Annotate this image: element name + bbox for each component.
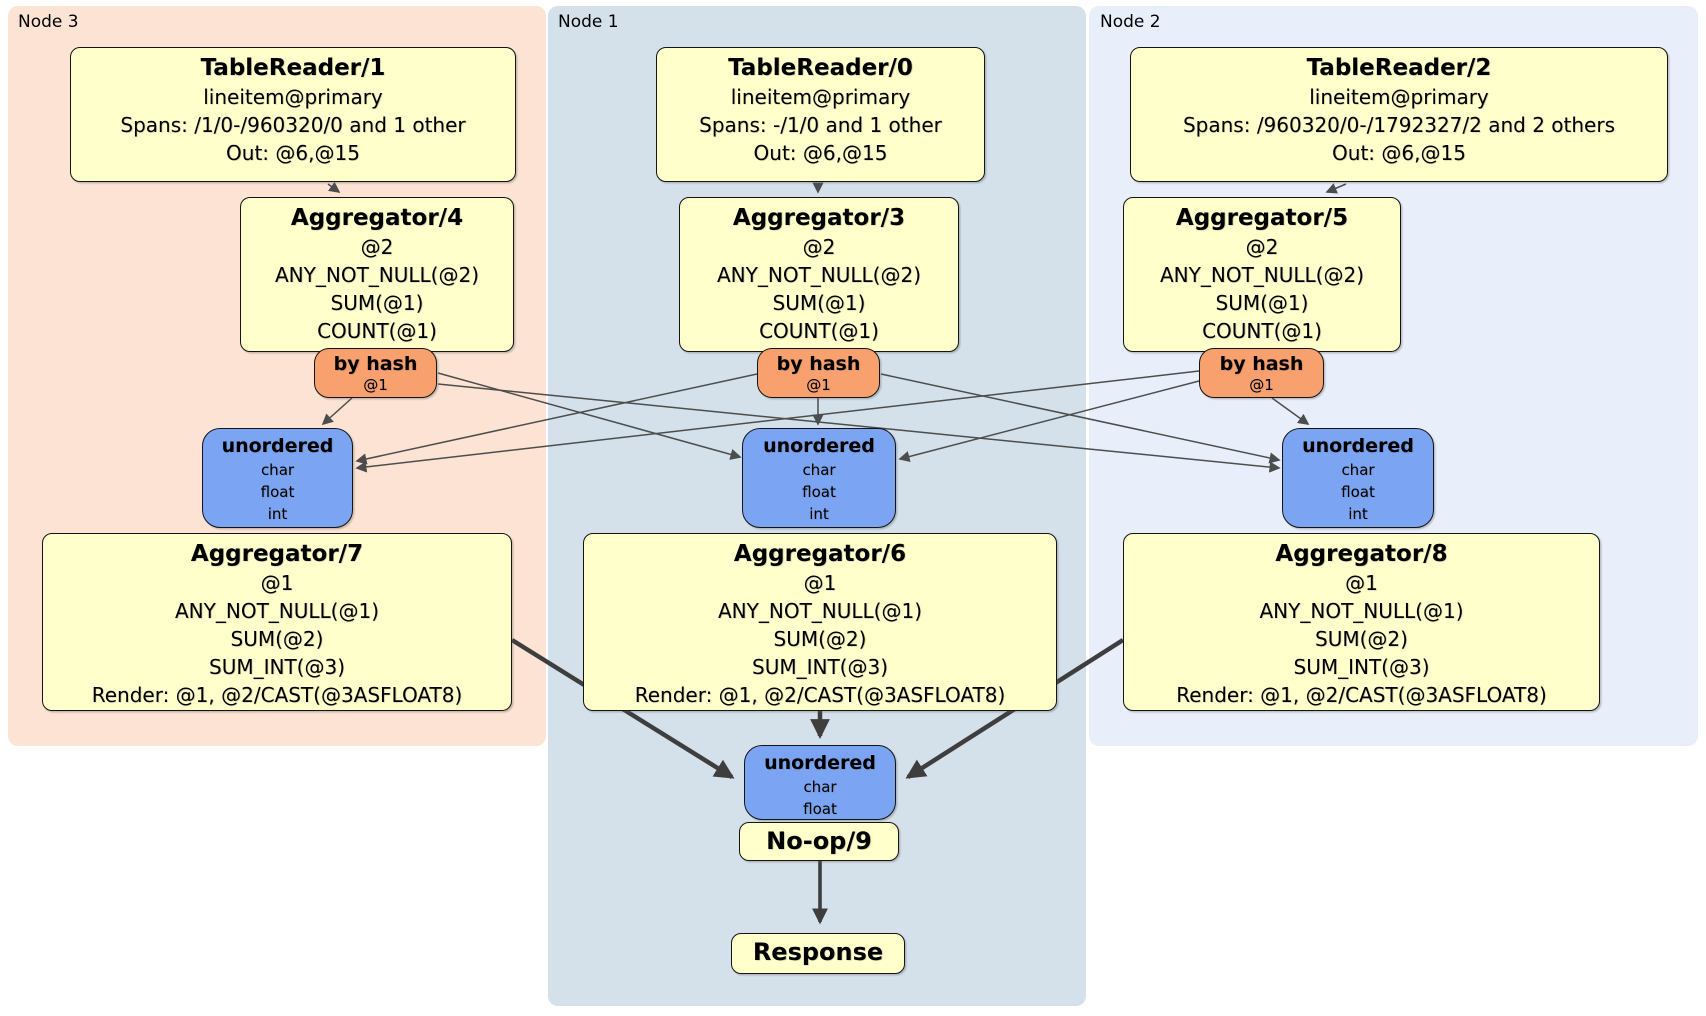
sync-title: unordered bbox=[763, 435, 875, 457]
sync-stream: float bbox=[803, 800, 837, 818]
edge bbox=[321, 397, 353, 426]
processor-detail: COUNT(@1) bbox=[1202, 319, 1322, 343]
processor-detail: Spans: -/1/0 and 1 other bbox=[699, 113, 942, 137]
node-group-label: Node 1 bbox=[558, 12, 619, 32]
processor-detail: @1 bbox=[260, 571, 294, 595]
processor-detail: COUNT(@1) bbox=[759, 319, 879, 343]
edge bbox=[1271, 397, 1310, 425]
edge bbox=[355, 370, 1200, 473]
processor-detail: SUM(@1) bbox=[1215, 291, 1309, 315]
sync-unordered-node2: unordered char float int bbox=[1282, 428, 1434, 528]
processor-detail: Out: @6,@15 bbox=[226, 141, 360, 165]
sync-stream: int bbox=[809, 505, 829, 523]
sync-title: unordered bbox=[764, 752, 876, 774]
processor-aggregator-5: Aggregator/5 @2 ANY_NOT_NULL(@2) SUM(@1)… bbox=[1123, 197, 1401, 352]
edge bbox=[437, 372, 742, 460]
processor-title: Aggregator/4 bbox=[290, 205, 464, 231]
processor-aggregator-8: Aggregator/8 @1 ANY_NOT_NULL(@1) SUM(@2)… bbox=[1123, 533, 1600, 711]
sync-unordered-final: unordered char float bbox=[744, 745, 896, 820]
processor-aggregator-7: Aggregator/7 @1 ANY_NOT_NULL(@1) SUM(@2)… bbox=[42, 533, 512, 711]
processor-detail: SUM_INT(@3) bbox=[752, 655, 888, 679]
sync-unordered-node3: unordered char float int bbox=[202, 428, 353, 528]
processor-detail: COUNT(@1) bbox=[317, 319, 437, 343]
processor-detail: Out: @6,@15 bbox=[753, 141, 888, 165]
node-group-label: Node 2 bbox=[1100, 12, 1161, 32]
processor-title: Aggregator/7 bbox=[190, 541, 364, 567]
processor-detail: ANY_NOT_NULL(@1) bbox=[718, 599, 922, 623]
sync-stream: char bbox=[1341, 461, 1375, 479]
processor-detail: SUM(@2) bbox=[773, 627, 867, 651]
sync-unordered-node1: unordered char float int bbox=[742, 428, 896, 528]
processor-title: TableReader/2 bbox=[1306, 55, 1492, 81]
processor-response: Response bbox=[731, 933, 905, 974]
router-by-hash-node1: by hash @1 bbox=[757, 348, 880, 398]
sync-stream: float bbox=[802, 483, 836, 501]
processor-detail: @1 bbox=[1345, 571, 1378, 595]
sync-stream: int bbox=[1348, 505, 1368, 523]
router-key: @1 bbox=[363, 376, 388, 394]
sync-title: unordered bbox=[221, 435, 334, 457]
processor-detail: Render: @1, @2/CAST(@3ASFLOAT8) bbox=[634, 683, 1006, 707]
router-by-hash-node3: by hash @1 bbox=[314, 348, 437, 398]
processor-title: Aggregator/8 bbox=[1275, 541, 1448, 567]
router-key: @1 bbox=[806, 376, 831, 394]
processor-detail: SUM(@1) bbox=[772, 291, 866, 315]
edge bbox=[355, 373, 758, 465]
sync-stream: float bbox=[1341, 483, 1375, 501]
router-title: by hash bbox=[776, 353, 861, 375]
processor-title: TableReader/0 bbox=[728, 55, 913, 81]
processor-noop-9: No-op/9 bbox=[739, 822, 899, 861]
processor-detail: @2 bbox=[1245, 235, 1279, 259]
processor-detail: ANY_NOT_NULL(@2) bbox=[1160, 263, 1364, 287]
router-title: by hash bbox=[333, 353, 418, 375]
processor-aggregator-3: Aggregator/3 @2 ANY_NOT_NULL(@2) SUM(@1)… bbox=[679, 197, 959, 352]
sync-stream: char bbox=[260, 461, 295, 479]
processor-detail: Spans: /1/0-/960320/0 and 1 other bbox=[120, 113, 466, 137]
processor-tablereader-1: TableReader/1 lineitem@primary Spans: /1… bbox=[70, 47, 516, 182]
processor-detail: Out: @6,@15 bbox=[1332, 141, 1466, 165]
processor-detail: @2 bbox=[360, 235, 394, 259]
processor-detail: ANY_NOT_NULL(@1) bbox=[175, 599, 379, 623]
processor-title: Aggregator/3 bbox=[732, 205, 906, 231]
sync-stream: float bbox=[260, 483, 295, 501]
processor-detail: ANY_NOT_NULL(@2) bbox=[717, 263, 921, 287]
processor-detail: lineitem@primary bbox=[1309, 85, 1489, 109]
processor-title: No-op/9 bbox=[766, 827, 872, 855]
router-title: by hash bbox=[1219, 353, 1304, 375]
sync-stream: int bbox=[267, 505, 288, 523]
edge bbox=[898, 380, 1200, 463]
processor-detail: Render: @1, @2/CAST(@3ASFLOAT8) bbox=[91, 683, 463, 707]
processor-title: Response bbox=[752, 938, 884, 966]
processor-detail: Spans: /960320/0-/1792327/2 and 2 others bbox=[1182, 113, 1615, 137]
sync-stream: char bbox=[803, 778, 837, 796]
sync-stream: char bbox=[802, 461, 836, 479]
processor-detail: SUM_INT(@3) bbox=[1293, 655, 1430, 679]
processor-title: Aggregator/6 bbox=[733, 541, 907, 567]
edge bbox=[437, 383, 1281, 473]
processor-detail: lineitem@primary bbox=[203, 85, 383, 109]
processor-detail: @2 bbox=[802, 235, 836, 259]
processor-detail: SUM(@1) bbox=[330, 291, 424, 315]
processor-detail: SUM(@2) bbox=[1315, 627, 1408, 651]
router-by-hash-node2: by hash @1 bbox=[1199, 348, 1324, 398]
processor-aggregator-6: Aggregator/6 @1 ANY_NOT_NULL(@1) SUM(@2)… bbox=[583, 533, 1057, 711]
processor-detail: @1 bbox=[803, 571, 837, 595]
processor-tablereader-2: TableReader/2 lineitem@primary Spans: /9… bbox=[1130, 47, 1668, 182]
processor-detail: ANY_NOT_NULL(@2) bbox=[275, 263, 479, 287]
processor-title: Aggregator/5 bbox=[1175, 205, 1349, 231]
processor-detail: Render: @1, @2/CAST(@3ASFLOAT8) bbox=[1176, 683, 1547, 707]
edge bbox=[880, 373, 1281, 464]
router-key: @1 bbox=[1249, 376, 1274, 394]
sync-title: unordered bbox=[1302, 435, 1414, 457]
processor-detail: ANY_NOT_NULL(@1) bbox=[1259, 599, 1464, 623]
processor-detail: SUM_INT(@3) bbox=[209, 655, 345, 679]
edge bbox=[327, 181, 341, 193]
processor-detail: SUM(@2) bbox=[230, 627, 324, 651]
edge bbox=[1325, 183, 1347, 194]
processor-detail: lineitem@primary bbox=[730, 85, 911, 109]
processor-title: TableReader/1 bbox=[200, 55, 386, 81]
processor-tablereader-0: TableReader/0 lineitem@primary Spans: -/… bbox=[656, 47, 985, 182]
node-group-label: Node 3 bbox=[18, 12, 79, 32]
processor-aggregator-4: Aggregator/4 @2 ANY_NOT_NULL(@2) SUM(@1)… bbox=[240, 197, 514, 352]
